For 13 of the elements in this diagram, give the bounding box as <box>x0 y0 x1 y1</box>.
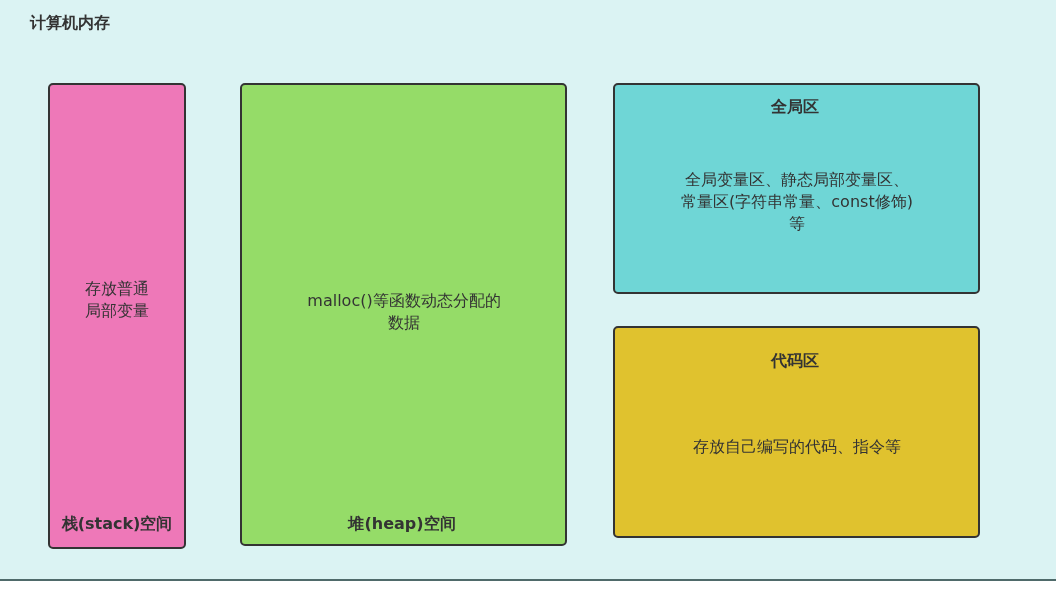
box-text: 全局变量区、静态局部变量区、常量区(字符串常量、const修饰)等 <box>681 169 913 235</box>
global-area-box <box>613 83 980 294</box>
box-text: 存放普通局部变量 <box>84 278 150 322</box>
box-heading: 栈(stack)空间 <box>60 513 174 535</box>
box-text: malloc()等函数动态分配的数据 <box>306 290 502 334</box>
heap-box <box>240 83 567 546</box>
code-area-box <box>613 326 980 538</box>
box-heading: 堆(heap)空间 <box>346 513 457 535</box>
box-text: 存放自己编写的代码、指令等 <box>692 436 902 458</box>
box-heading: 计算机内存 <box>30 12 111 34</box>
stack-box <box>48 83 186 549</box>
box-heading: 代码区 <box>769 350 820 372</box>
box-heading: 全局区 <box>770 96 820 118</box>
